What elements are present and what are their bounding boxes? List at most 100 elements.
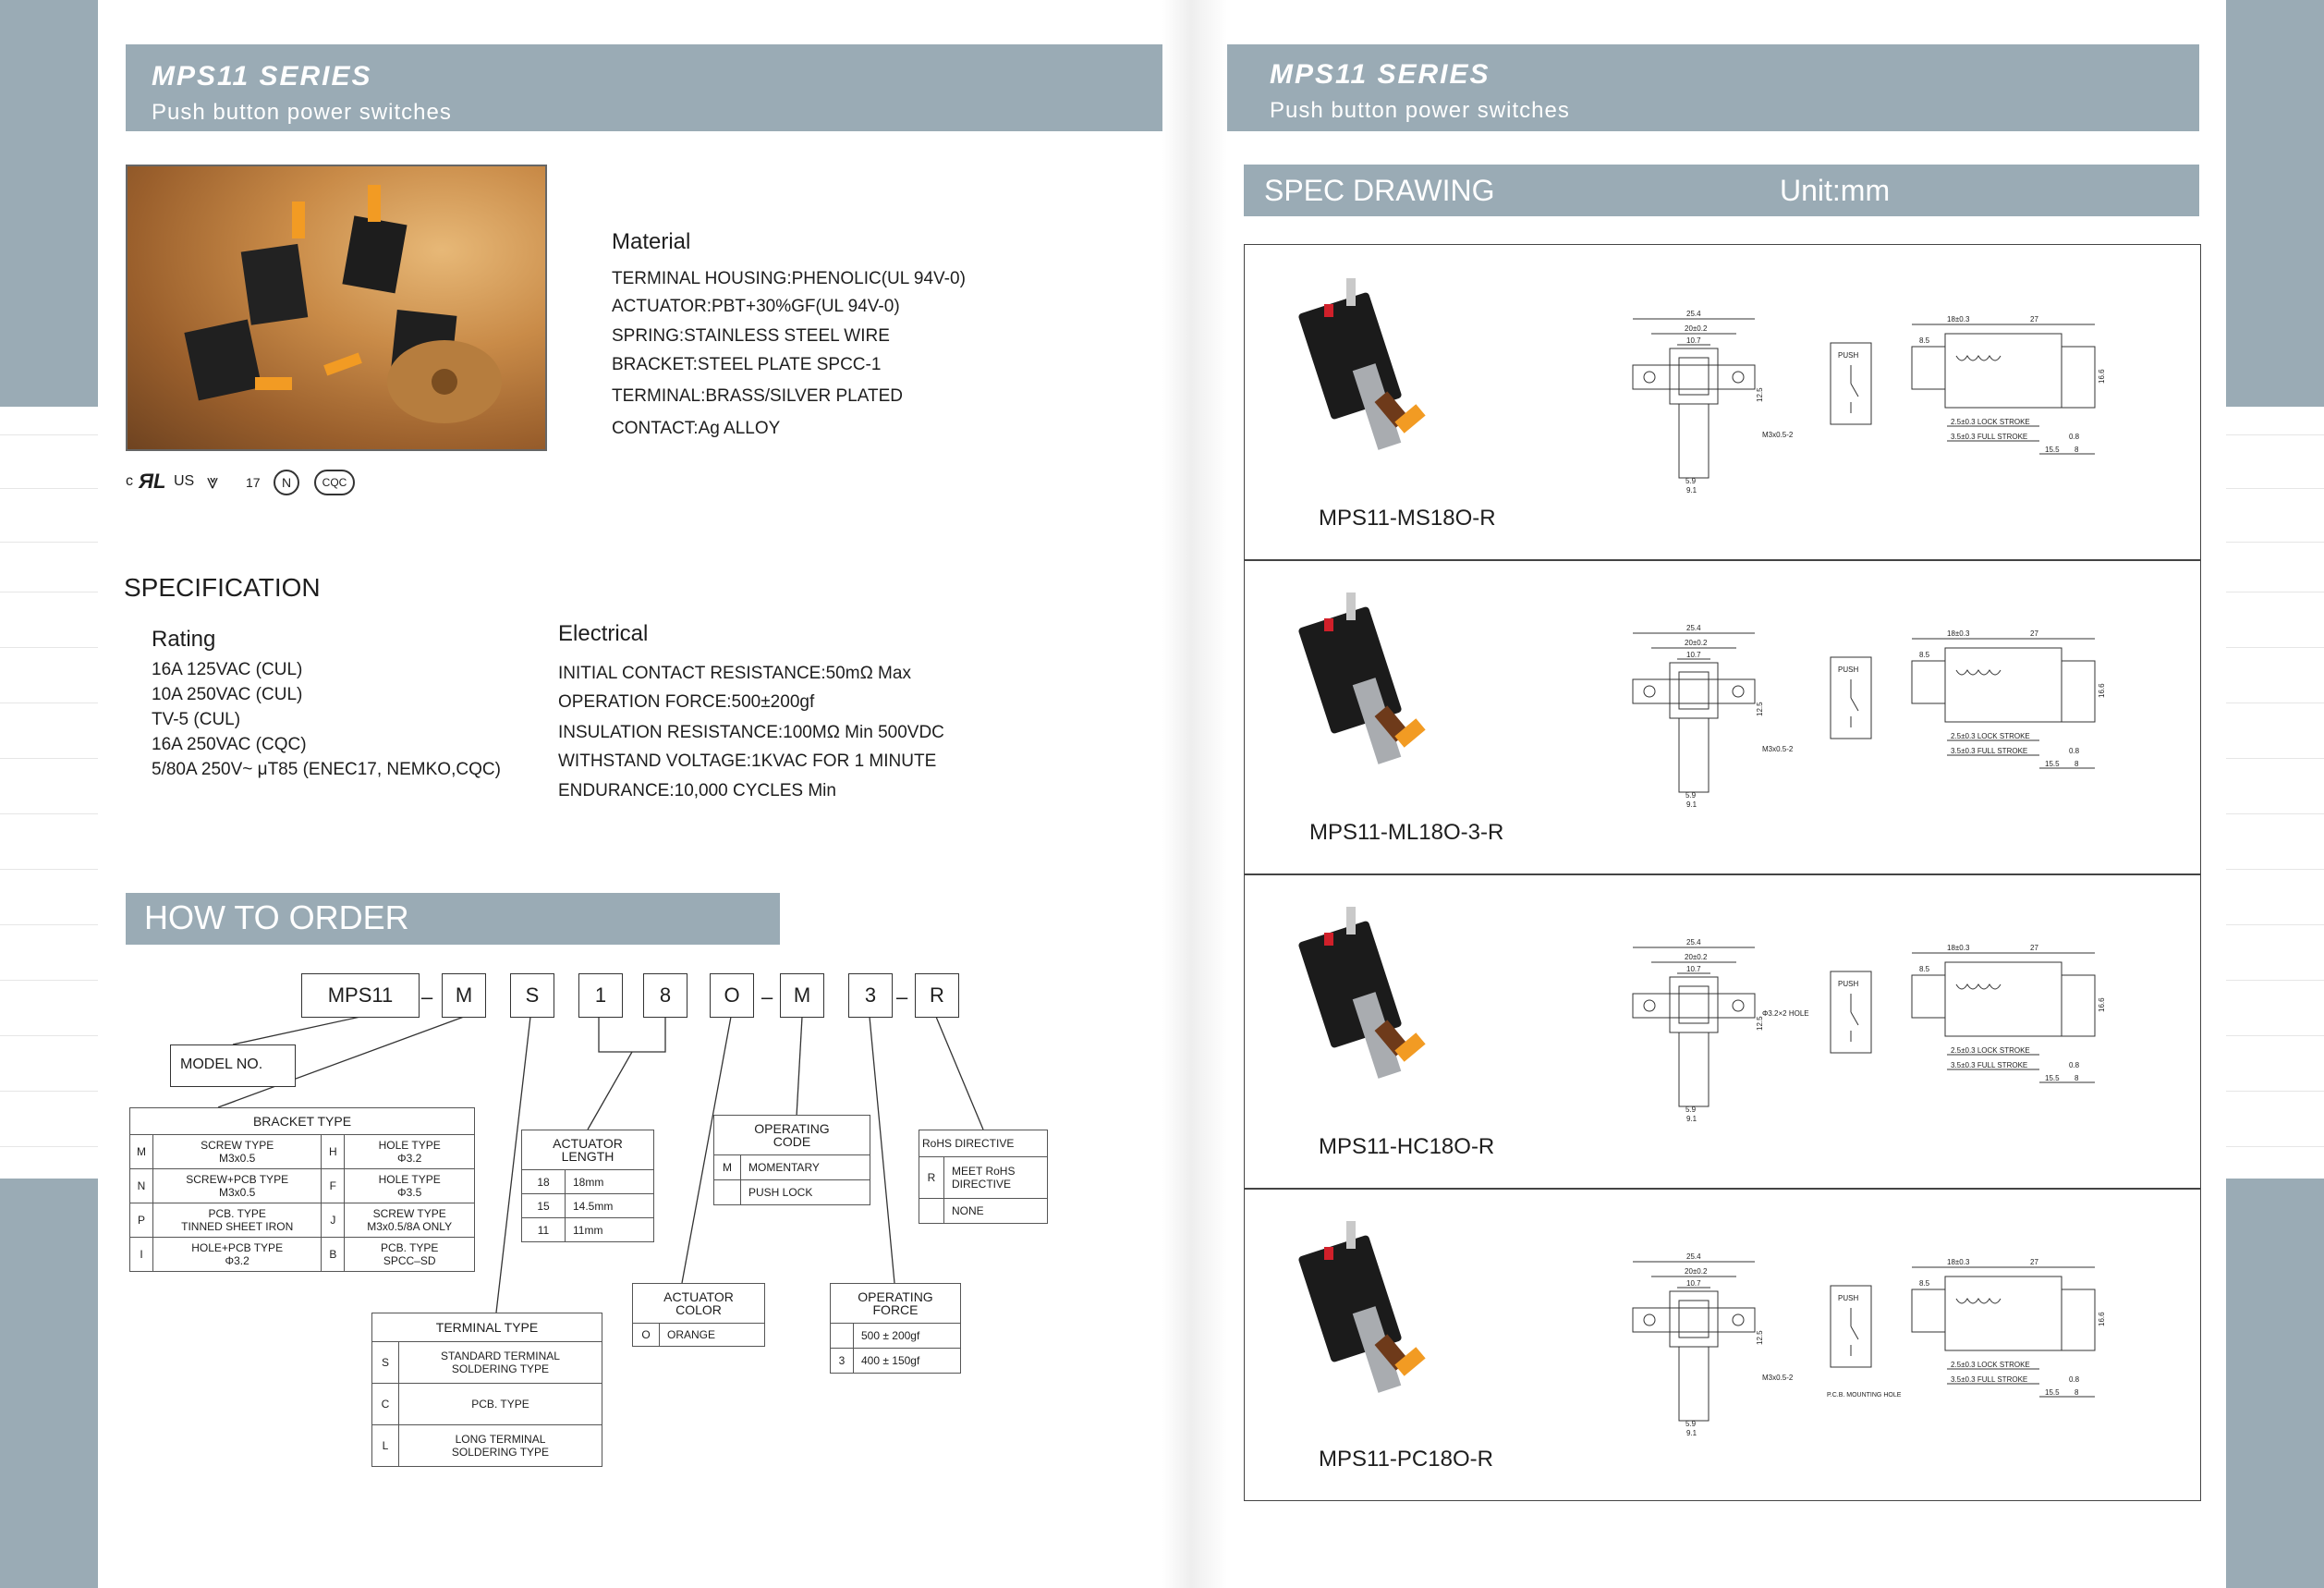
table-cell: I <box>129 1237 153 1272</box>
model-name: MPS11-ML18O-3-R <box>1309 820 1504 845</box>
cell-line: SPCC–SD <box>383 1254 436 1267</box>
left-edge-bar-top <box>0 0 98 407</box>
edge-rule-line <box>2226 980 2324 981</box>
order-code-dash: – <box>421 985 433 1008</box>
table-cell: 400 ± 150gf <box>853 1348 961 1374</box>
dimension-label: PUSH <box>1838 1294 1858 1302</box>
model-name: MPS11-HC18O-R <box>1319 1134 1495 1159</box>
rating-item: 10A 250VAC (CUL) <box>152 685 303 704</box>
cell-line: LENGTH <box>561 1149 614 1164</box>
electrical-item: INSULATION RESISTANCE:100MΩ Min 500VDC <box>558 723 944 742</box>
row-divider <box>1245 559 2200 561</box>
cell-line: ACTUATOR <box>663 1289 734 1304</box>
dimension-label: PUSH <box>1838 980 1858 988</box>
electrical-item: WITHSTAND VOLTAGE:1KVAC FOR 1 MINUTE <box>558 751 937 771</box>
table-cell <box>713 1179 741 1205</box>
edge-rule-line <box>0 702 98 703</box>
certification-marks: c ЯL US ⩔ 17 N CQC <box>126 470 366 497</box>
table-cell: 11mm <box>565 1217 654 1242</box>
dimension-label: 12.5 <box>1756 1016 1764 1031</box>
table-row: TERMINAL TYPE <box>371 1313 602 1342</box>
table-cell: 18 <box>521 1169 566 1194</box>
cell-line: SOLDERING TYPE <box>451 1446 550 1459</box>
dimension-label: 18±0.3 <box>1947 315 1970 324</box>
order-code-box: M <box>442 973 486 1018</box>
circuit-symbol <box>1830 342 1872 425</box>
dimension-label: 20±0.2 <box>1685 639 1708 647</box>
dimension-label: PUSH <box>1838 666 1858 674</box>
enec-logo-icon: ⩔ <box>207 470 219 493</box>
cell-line: M3x0.5 <box>218 1186 256 1199</box>
dimension-label: 16.6 <box>2098 1312 2106 1326</box>
right-header-subtitle: Push button power switches <box>1270 98 1570 123</box>
cell-line: OPERATING <box>858 1289 933 1304</box>
dimension-label: 25.4 <box>1686 1252 1701 1261</box>
right-header-title: MPS11 SERIES <box>1270 59 1491 90</box>
dimension-label: 8.5 <box>1919 336 1930 345</box>
cell-line: PCB. TYPE <box>380 1241 439 1254</box>
dimension-label: 12.5 <box>1756 1330 1764 1345</box>
how-to-order-band: HOW TO ORDER <box>126 893 780 945</box>
dimension-label: 2.5±0.3 LOCK STROKE <box>1951 732 2030 740</box>
material-item: ACTUATOR:PBT+30%GF(UL 94V-0) <box>612 297 900 316</box>
cell-line: SCREW TYPE <box>372 1207 446 1220</box>
dimension-label: 18±0.3 <box>1947 629 1970 638</box>
cell-line: PCB. TYPE <box>208 1207 266 1220</box>
dimension-label: Φ3.2×2 HOLE <box>1762 1009 1809 1018</box>
dimension-label: 18±0.3 <box>1947 1258 1970 1266</box>
dimension-label: 9.1 <box>1686 1429 1697 1437</box>
table-row: BRACKET TYPE <box>129 1107 475 1135</box>
cul-us-mark: US <box>174 473 195 489</box>
table-cell: RoHS DIRECTIVE <box>919 1130 1048 1157</box>
left-header-band: MPS11 SERIES Push button power switches <box>126 44 1162 131</box>
order-connector-lines <box>217 1016 984 1313</box>
order-code-box: S <box>510 973 554 1018</box>
cell-line: FORCE <box>872 1302 919 1317</box>
dimension-label: 3.5±0.3 FULL STROKE <box>1951 433 2027 441</box>
table-cell: P <box>129 1203 153 1238</box>
order-code-box: O <box>710 973 754 1018</box>
dimension-label: M3x0.5-2 <box>1762 431 1794 439</box>
cell-line: SCREW+PCB TYPE <box>186 1173 289 1186</box>
side-view <box>1911 324 2096 455</box>
switch-render <box>1298 907 1426 1079</box>
switch-render <box>1298 278 1426 450</box>
table-cell: 18mm <box>565 1169 654 1194</box>
table-cell: L <box>371 1424 399 1467</box>
order-code-box: 8 <box>643 973 687 1018</box>
dimension-label: 20±0.2 <box>1685 953 1708 961</box>
edge-rule-line <box>0 542 98 543</box>
dimension-label: 10.7 <box>1686 965 1701 973</box>
cell-line: SCREW TYPE <box>201 1139 274 1152</box>
edge-rule-line <box>0 434 98 435</box>
model-no-box: MODEL NO. <box>170 1044 296 1087</box>
table-cell: C <box>371 1383 399 1425</box>
edge-rule-line <box>0 1035 98 1036</box>
right-edge-bar-top <box>2226 0 2324 407</box>
edge-rule-line <box>2226 488 2324 489</box>
table-row: RoHS DIRECTIVE <box>919 1130 1048 1157</box>
dimension-label: 27 <box>2030 315 2038 324</box>
switch-render <box>1298 592 1426 764</box>
table-cell: 14.5mm <box>565 1193 654 1218</box>
material-item: TERMINAL HOUSING:PHENOLIC(UL 94V-0) <box>612 269 966 288</box>
table-cell: MOMENTARY <box>740 1154 870 1180</box>
